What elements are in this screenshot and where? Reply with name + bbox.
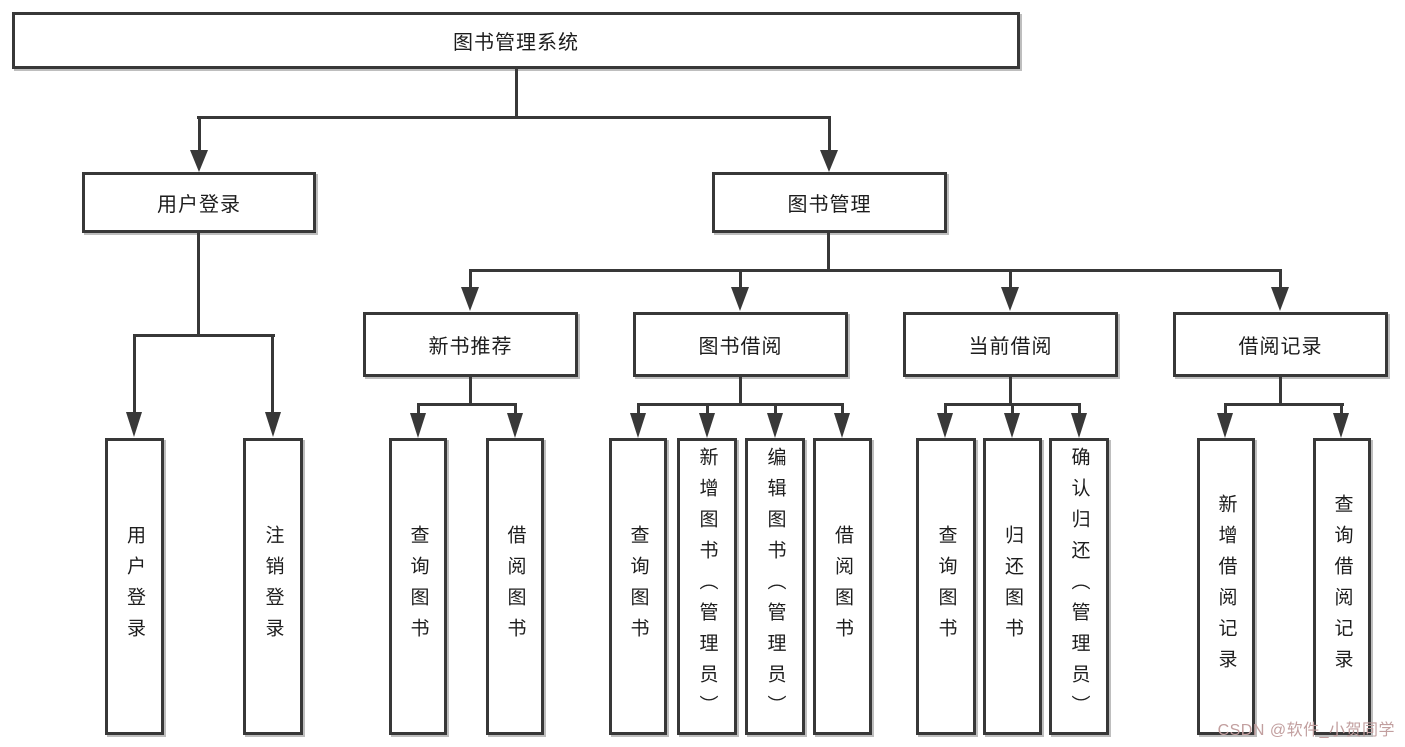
connector-shaft bbox=[1009, 269, 1012, 291]
arrowhead-icon bbox=[699, 413, 715, 438]
connector-stem bbox=[739, 377, 742, 406]
node-book-borrowing: 图书借阅 bbox=[633, 312, 848, 377]
arrowhead-icon bbox=[507, 413, 523, 438]
arrowhead-icon bbox=[1271, 287, 1289, 311]
node-new-book-recommendation: 新书推荐 bbox=[363, 312, 578, 377]
connector-shaft bbox=[637, 403, 640, 417]
connector-shaft bbox=[133, 334, 136, 415]
connector-shaft bbox=[198, 116, 201, 152]
connector-shaft bbox=[828, 116, 831, 152]
arrowhead-icon bbox=[190, 150, 208, 172]
node-label: 借阅图书 bbox=[504, 524, 526, 649]
connector-shaft bbox=[1279, 269, 1282, 291]
connector-shaft bbox=[1224, 403, 1227, 417]
node-label: 查询图书 bbox=[935, 524, 957, 649]
node-label: 借阅图书 bbox=[832, 524, 853, 649]
leaf-add-books-admin: 新增图书（管理员） bbox=[677, 438, 737, 735]
node-borrowing-records: 借阅记录 bbox=[1173, 312, 1388, 377]
connector-shaft bbox=[1011, 403, 1014, 417]
connector-shaft bbox=[469, 269, 472, 291]
arrowhead-icon bbox=[461, 287, 479, 311]
node-label: 查询图书 bbox=[407, 524, 429, 649]
leaf-query-books-borrow: 查询图书 bbox=[609, 438, 667, 735]
leaf-edit-books-admin: 编辑图书（管理员） bbox=[745, 438, 805, 735]
arrowhead-icon bbox=[1071, 413, 1087, 438]
arrowhead-icon bbox=[820, 150, 838, 172]
node-label: 查询图书 bbox=[627, 524, 649, 649]
connector-root-crossbar bbox=[197, 116, 831, 119]
node-label: 图书借阅 bbox=[698, 336, 783, 358]
node-label: 归还图书 bbox=[1002, 524, 1023, 649]
leaf-query-borrow-record: 查询借阅记录 bbox=[1313, 438, 1371, 735]
connector-shaft bbox=[514, 403, 517, 417]
connector-shaft bbox=[706, 403, 709, 417]
arrowhead-icon bbox=[630, 413, 646, 438]
node-label: 当前借阅 bbox=[968, 336, 1053, 358]
leaf-confirm-return-admin: 确认归还（管理员） bbox=[1049, 438, 1109, 735]
connector-stem bbox=[197, 233, 200, 337]
node-label: 编辑图书（管理员） bbox=[764, 447, 786, 726]
connector-crossbar bbox=[469, 269, 1282, 272]
node-label: 用户登录 bbox=[157, 194, 241, 216]
arrowhead-icon bbox=[265, 412, 281, 437]
arrowhead-icon bbox=[1001, 287, 1019, 311]
connector-shaft bbox=[271, 334, 274, 415]
arrowhead-icon bbox=[1004, 413, 1020, 438]
csdn-watermark: CSDN @软件_小贺同学 bbox=[1217, 722, 1395, 739]
arrowhead-icon bbox=[834, 413, 850, 438]
arrowhead-icon bbox=[126, 412, 142, 437]
arrowhead-icon bbox=[767, 413, 783, 438]
connector-stem bbox=[827, 233, 830, 271]
leaf-query-books-current: 查询图书 bbox=[916, 438, 976, 735]
arrowhead-icon bbox=[1333, 413, 1349, 438]
connector-shaft bbox=[1340, 403, 1343, 417]
connector-crossbar bbox=[133, 334, 275, 337]
node-user-login: 用户登录 bbox=[82, 172, 316, 233]
connector-stem bbox=[469, 377, 472, 406]
node-label: 图书管理 bbox=[787, 194, 872, 216]
leaf-user-login: 用户登录 bbox=[105, 438, 164, 735]
connector-shaft bbox=[1078, 403, 1081, 417]
node-label: 查询借阅记录 bbox=[1331, 493, 1353, 680]
arrowhead-icon bbox=[937, 413, 953, 438]
node-label: 注销登录 bbox=[262, 524, 284, 649]
node-book-management: 图书管理 bbox=[712, 172, 947, 233]
node-label: 图书管理系统 bbox=[453, 32, 579, 54]
leaf-borrow-books: 借阅图书 bbox=[813, 438, 872, 735]
arrowhead-icon bbox=[731, 287, 749, 311]
connector-stem bbox=[1279, 377, 1282, 406]
node-label: 新增图书（管理员） bbox=[696, 447, 718, 726]
connector-crossbar bbox=[637, 403, 844, 406]
leaf-query-books-recommend: 查询图书 bbox=[389, 438, 447, 735]
connector-crossbar bbox=[417, 403, 517, 406]
node-label: 用户登录 bbox=[124, 524, 145, 649]
connector-shaft bbox=[841, 403, 844, 417]
node-library-management-system: 图书管理系统 bbox=[12, 12, 1020, 69]
arrowhead-icon bbox=[410, 413, 426, 438]
arrowhead-icon bbox=[1217, 413, 1233, 438]
node-label: 新书推荐 bbox=[428, 336, 513, 358]
node-label: 确认归还（管理员） bbox=[1068, 447, 1090, 726]
leaf-logout: 注销登录 bbox=[243, 438, 303, 735]
connector-crossbar bbox=[1224, 403, 1344, 406]
node-label: 借阅记录 bbox=[1238, 336, 1323, 358]
leaf-borrow-books-recommend: 借阅图书 bbox=[486, 438, 544, 735]
connector-stem bbox=[1009, 377, 1012, 406]
connector-shaft bbox=[417, 403, 420, 417]
leaf-return-books: 归还图书 bbox=[983, 438, 1042, 735]
leaf-add-borrow-record: 新增借阅记录 bbox=[1197, 438, 1255, 735]
node-label: 新增借阅记录 bbox=[1215, 493, 1237, 680]
connector-shaft bbox=[739, 269, 742, 291]
node-current-borrowing: 当前借阅 bbox=[903, 312, 1118, 377]
connector-shaft bbox=[944, 403, 947, 417]
connector-shaft bbox=[774, 403, 777, 417]
connector-root-stem bbox=[515, 69, 518, 118]
